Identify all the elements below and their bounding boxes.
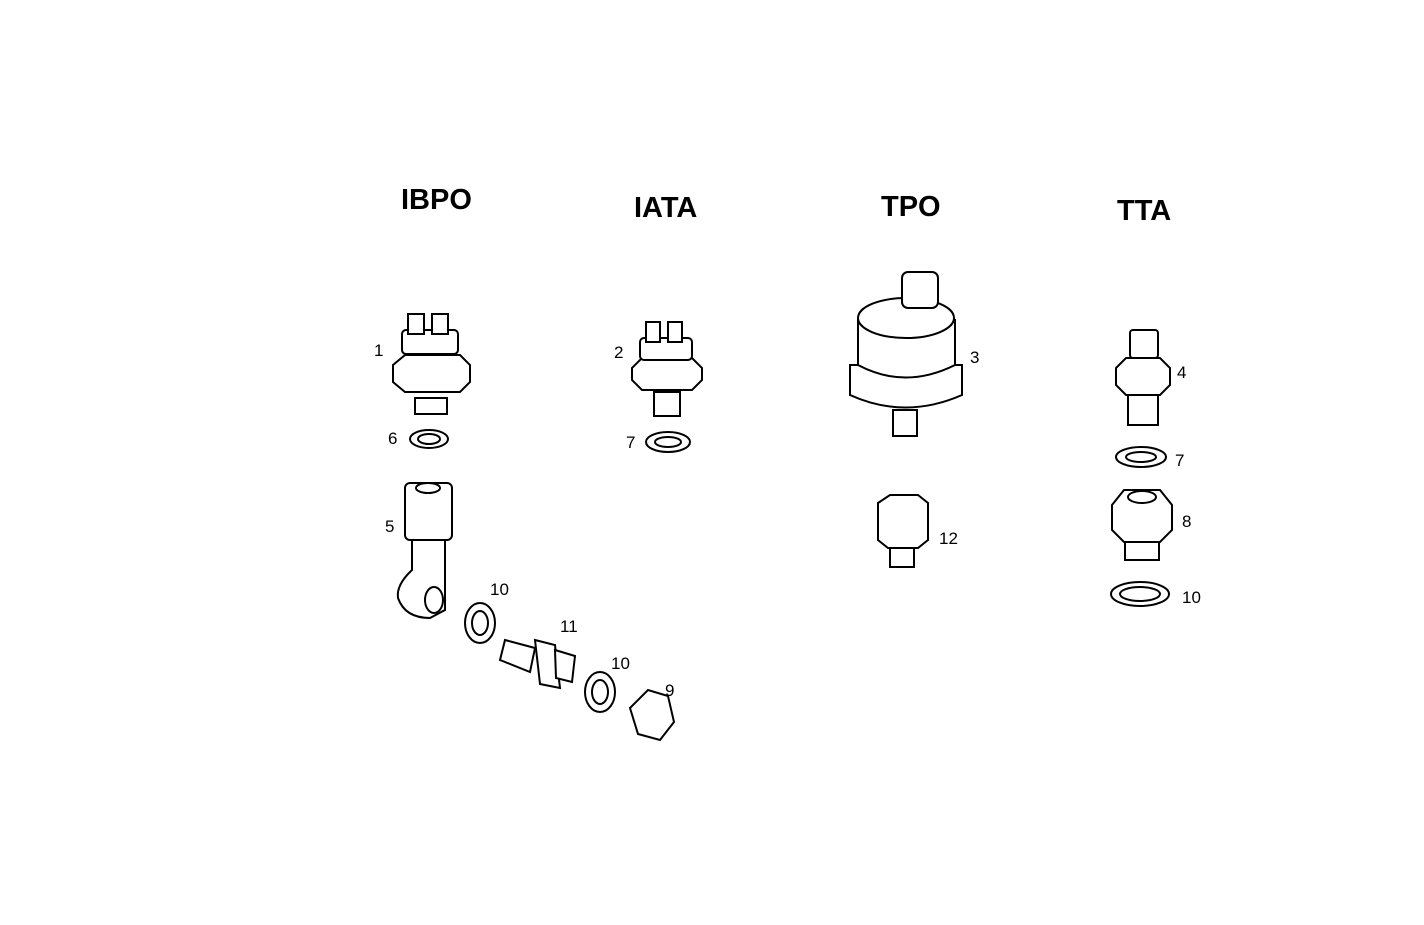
part-9-cap-nut [628, 688, 676, 742]
group-title-tpo: TPO [881, 191, 941, 223]
callout: 11 [560, 617, 578, 636]
callout: 12 [939, 529, 958, 548]
callout: 2 [614, 343, 624, 362]
callout: 7 [1175, 451, 1185, 470]
callout: 5 [385, 517, 395, 536]
part-12-adapter [877, 494, 929, 568]
part-8-adapter [1111, 489, 1173, 561]
part-3-pressure-sender [849, 271, 963, 437]
part-1-pressure-switch [392, 313, 471, 415]
part-2-pressure-switch [631, 321, 703, 417]
part-5-banjo-fitting [396, 482, 453, 620]
part-11-banjo-bolt [498, 638, 577, 690]
callout: 4 [1177, 363, 1187, 382]
callout: 3 [970, 348, 980, 367]
group-title-tta: TTA [1117, 195, 1172, 227]
callout: 6 [388, 429, 398, 448]
callout: 9 [665, 681, 675, 700]
callout: 1 [374, 341, 384, 360]
callout: 10 [490, 580, 509, 599]
group-title-ibpo: IBPO [401, 184, 472, 216]
callout: 8 [1182, 512, 1192, 531]
group-title-iata: IATA [634, 192, 698, 224]
callout: 10 [1182, 588, 1201, 607]
callout: 10 [611, 654, 630, 673]
callout: 7 [626, 433, 636, 452]
part-4-temperature-sender [1115, 329, 1171, 426]
